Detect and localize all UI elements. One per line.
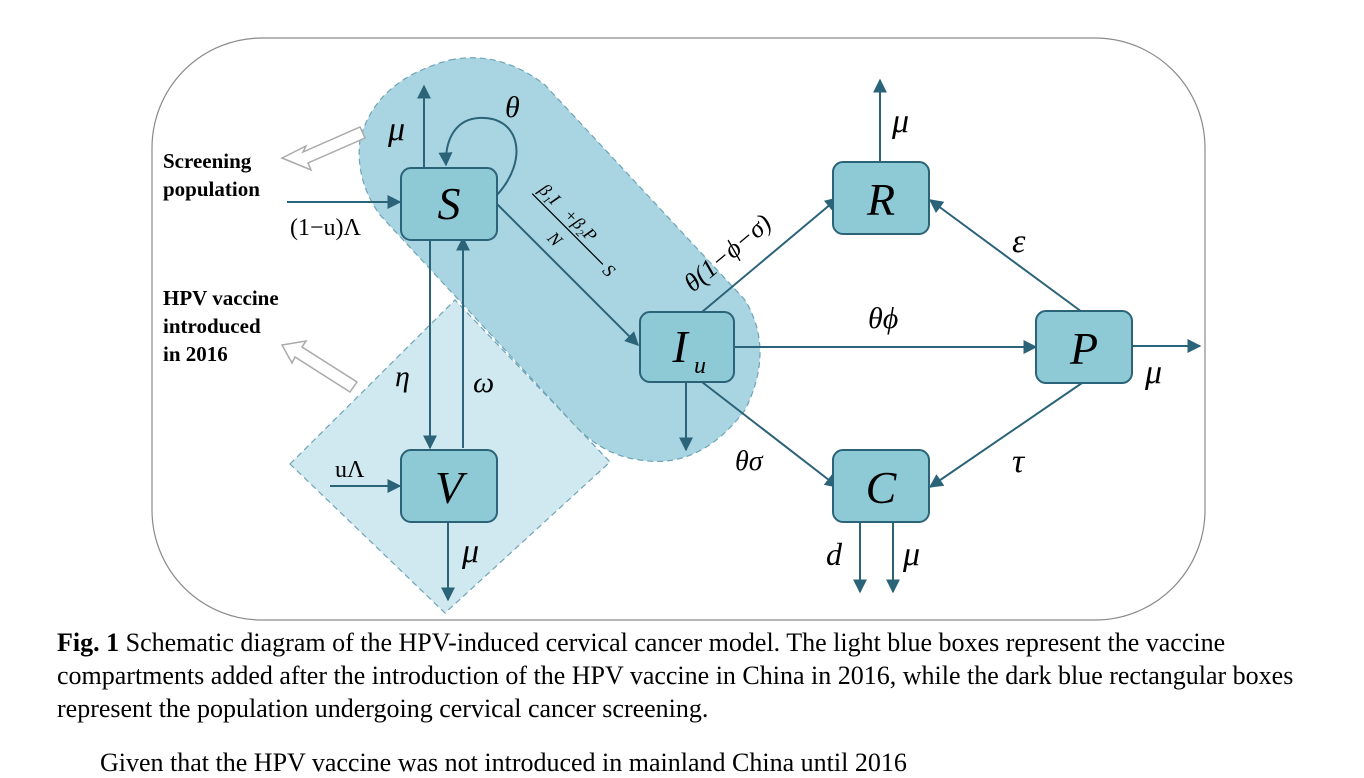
arrow-S-to-I [496,203,639,346]
label-theta-phi: θϕ [868,302,898,335]
arrow-I-to-C [701,381,840,488]
label-V-mu: μ [461,533,479,570]
vaccine-pointer-arrow [280,339,359,394]
figure-caption-label: Fig. 1 [57,628,120,657]
screening-pointer-arrow [280,126,366,172]
label-epsilon: ε [1012,223,1026,260]
compartment-S-label: S [438,178,461,229]
compartment-R-label: R [866,174,895,225]
compartment-I-label: I [671,321,690,372]
label-theta-sigma: θσ [735,446,764,477]
compartment-C-label: C [866,462,898,513]
vaccine-label-line3: in 2016 [163,342,228,366]
outer-frame [151,37,1206,621]
label-eta: η [395,360,410,393]
label-P-mu: μ [1144,354,1162,391]
infection-fraction-bar [531,193,604,265]
compartment-Iu: I u [639,311,735,383]
compartment-V: V [400,449,498,523]
label-S-theta: θ [505,91,520,124]
screening-label-line1: Screening [163,149,252,173]
label-d: d [826,536,843,572]
compartment-P: P [1035,310,1133,384]
label-recruit-S: (1−u)Λ [290,215,362,241]
label-C-mu: μ [902,536,920,573]
compartment-P-label: P [1069,323,1098,374]
figure-caption: Fig. 1 Schematic diagram of the HPV-indu… [57,626,1307,725]
compartment-V-label: V [435,462,468,513]
arrow-P-to-C [928,382,1083,488]
arrow-P-to-R [928,199,1083,313]
compartment-C: C [832,449,930,523]
compartment-R: R [832,161,930,235]
vaccine-label-line1: HPV vaccine [163,286,279,310]
arrow-I-to-R [701,197,840,313]
compartment-S: S [400,167,498,241]
label-tau: τ [1012,443,1026,480]
body-continuation-text: Given that the HPV vaccine was not intro… [100,748,907,777]
arrow-S-theta-loop [438,116,518,197]
compartment-I-subscript: u [694,353,706,379]
figure-caption-text: Schematic diagram of the HPV-induced cer… [57,628,1294,723]
vaccine-label-line2: introduced [163,314,261,338]
label-recruit-V: uΛ [335,457,365,483]
label-R-mu: μ [891,103,909,140]
label-S-mu: μ [387,111,405,148]
screening-label-line2: population [163,177,260,201]
label-omega: ω [473,366,494,399]
